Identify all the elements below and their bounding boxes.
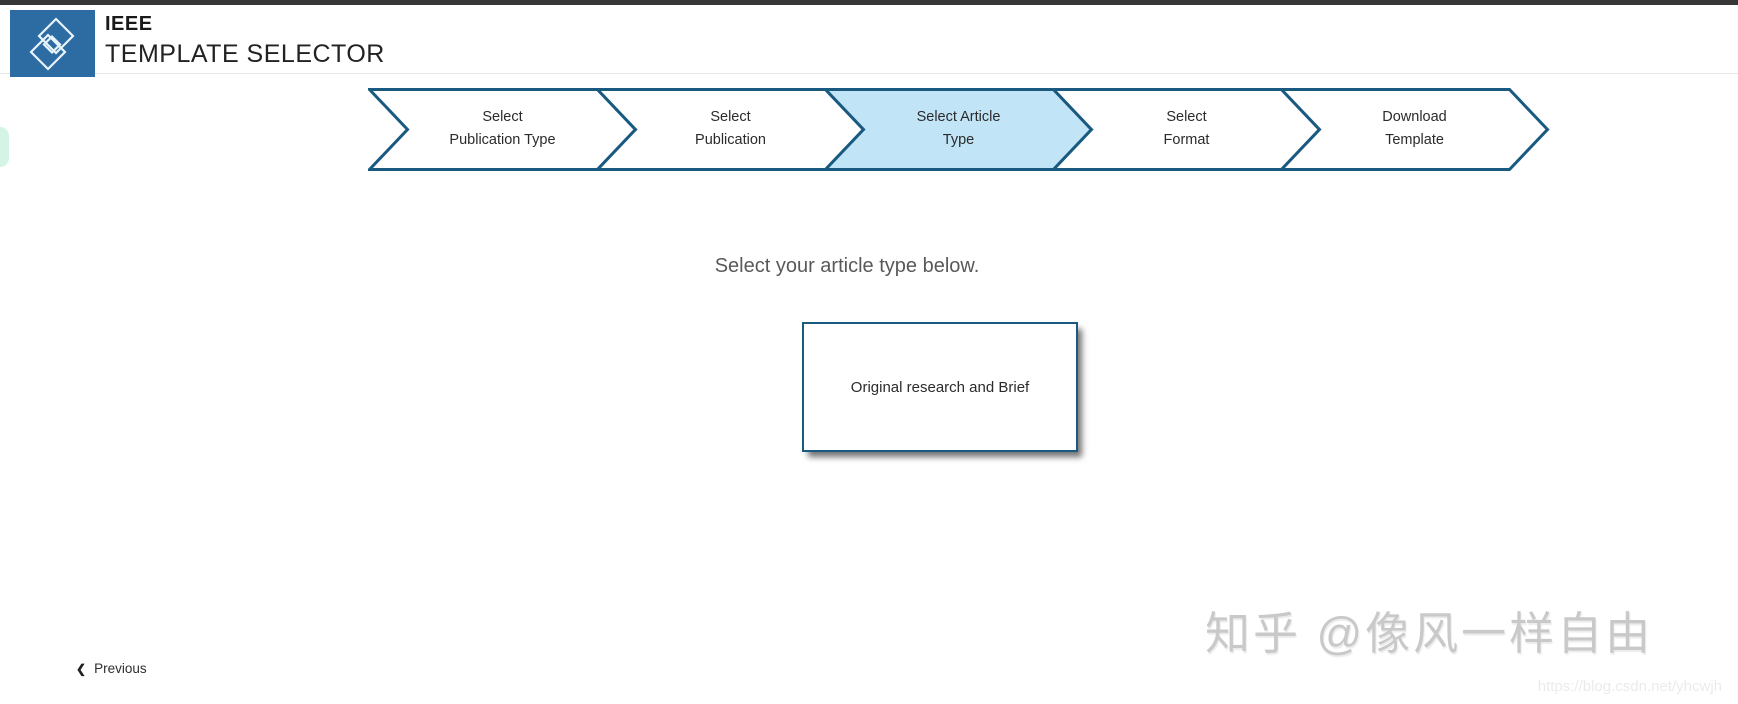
watermark-text: 知乎 @像风一样自由 [1205, 608, 1654, 659]
header: IEEE TEMPLATE SELECTOR [0, 5, 1738, 77]
step-label-line: Type [942, 132, 975, 148]
stepper-chevrons [368, 88, 1550, 171]
step-label-line: Select [1166, 109, 1207, 125]
step-select-format[interactable]: Select Format [1092, 96, 1282, 162]
step-label-line: Template [1385, 132, 1444, 148]
ieee-logo [10, 10, 95, 77]
step-label-line: Format [1163, 132, 1210, 148]
step-label-line: Select Article [916, 109, 1001, 125]
watermark-url: https://blog.csdn.net/yhcwjh [1537, 678, 1722, 695]
previous-button-label: Previous [94, 661, 147, 676]
step-label-line: Publication Type [449, 132, 556, 148]
step-select-publication[interactable]: Select Publication [636, 96, 826, 162]
previous-button[interactable]: ❮ Previous [76, 661, 147, 676]
ieee-diamonds-icon [29, 17, 75, 71]
top-bar [0, 0, 1738, 5]
step-label-line: Publication [695, 132, 766, 148]
chevron-left-icon: ❮ [76, 661, 87, 676]
step-label-line: Select [482, 109, 523, 125]
step-download-template[interactable]: Download Template [1320, 96, 1510, 162]
brand: IEEE TEMPLATE SELECTOR [105, 12, 385, 69]
step-select-article-type-active[interactable]: Select Article Type [864, 96, 1054, 162]
step-label-line: Download [1382, 109, 1447, 125]
left-edge-handle[interactable] [0, 127, 9, 167]
brand-subtitle: TEMPLATE SELECTOR [105, 40, 385, 68]
step-progress-bar: Select Publication Type Select Publicati… [368, 88, 1558, 171]
prompt-text: Select your article type below. [714, 255, 980, 277]
article-type-card-original-research-and-brief[interactable]: Original research and Brief [802, 322, 1078, 452]
step-label-line: Select [710, 109, 751, 125]
step-select-publication-type[interactable]: Select Publication Type [408, 96, 598, 162]
brand-title: IEEE [105, 13, 153, 35]
step-chevron-shape[interactable] [1278, 88, 1550, 171]
